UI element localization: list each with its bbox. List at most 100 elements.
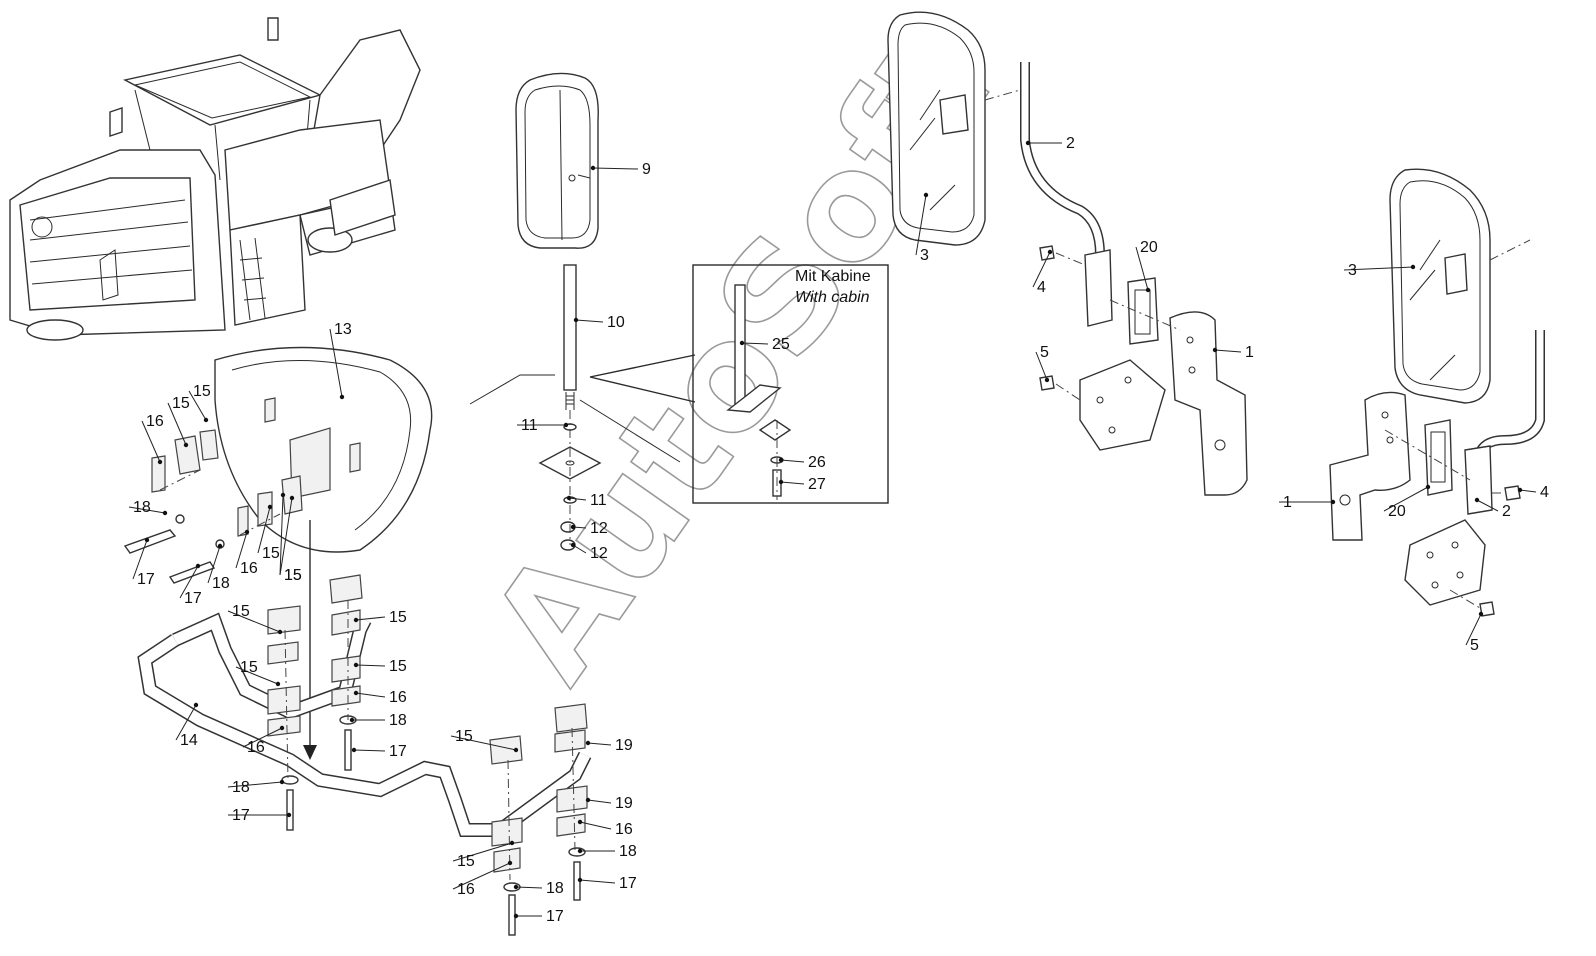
callout-leader (329, 328, 343, 398)
callout-dot (1410, 264, 1416, 270)
part-number-label: 15 (284, 567, 302, 584)
callout-leader (353, 749, 386, 752)
callout-leader (450, 735, 517, 751)
callout-leader (175, 704, 197, 741)
part-number-label: 12 (590, 520, 608, 537)
part-number-label: 18 (619, 843, 637, 860)
part-number-label: 15 (389, 658, 407, 675)
callout-leader (235, 666, 279, 685)
part-number-label: 16 (146, 413, 164, 430)
part-number-label: 5 (1470, 637, 1479, 654)
callout-dot (1474, 497, 1480, 503)
callout-leader (141, 420, 161, 463)
part-number-label: 4 (1037, 279, 1046, 296)
callout-leader (279, 494, 284, 576)
callout-leader (188, 390, 207, 421)
callout-leader (515, 886, 543, 889)
callout-leader (179, 565, 199, 599)
callout-dot (157, 459, 163, 465)
part-number-label: 26 (808, 454, 826, 471)
callout-leader (741, 342, 769, 345)
callout-dot (339, 394, 345, 400)
callout-leader (1214, 349, 1242, 353)
callout-leader (355, 664, 386, 667)
callout-dot (1212, 347, 1218, 353)
part-number-label: 17 (232, 807, 250, 824)
callout-dot (279, 779, 285, 785)
part-number-label: 15 (172, 395, 190, 412)
callout-dot (1047, 249, 1053, 255)
callout-dot (195, 563, 201, 569)
part-number-label: 19 (615, 795, 633, 812)
part-number-label: 16 (389, 689, 407, 706)
machine-overview-illustration (9, 17, 421, 341)
callout-leader (257, 506, 271, 554)
part-number-label: 2 (1502, 503, 1511, 520)
callout-dot (1025, 140, 1031, 146)
callout-leader (207, 545, 221, 584)
callout-leader (915, 194, 927, 256)
part-number-label: 16 (247, 739, 265, 756)
callout-dot (573, 317, 579, 323)
callout-dot (1478, 611, 1484, 617)
part-number-label: 15 (232, 603, 250, 620)
part-number-label: 15 (240, 659, 258, 676)
part-number-label: 17 (389, 743, 407, 760)
part-number-label: 18 (546, 880, 564, 897)
callout-leader (780, 459, 805, 463)
callout-dot (590, 165, 596, 171)
part-number-label: 18 (232, 779, 250, 796)
callout-dot (279, 725, 285, 731)
callout-leader (568, 497, 587, 501)
callout-dot (1330, 499, 1336, 505)
callout-leader (1035, 351, 1048, 381)
part-number-label: 13 (334, 321, 352, 338)
mirror-assembly-center (469, 72, 681, 551)
part-number-label: 3 (1348, 262, 1357, 279)
callout-leader (355, 692, 386, 698)
part-number-label: 20 (1140, 239, 1158, 256)
callout-dot (507, 860, 513, 866)
part-number-label: 15 (457, 853, 475, 870)
callout-dot (585, 740, 591, 746)
part-number-label: 20 (1388, 503, 1406, 520)
callout-leader (1032, 251, 1051, 288)
callout-dot (577, 819, 583, 825)
part-number-label: 17 (137, 571, 155, 588)
part-number-label: 15 (455, 728, 473, 745)
callout-leader (128, 506, 166, 514)
part-number-label: 15 (389, 609, 407, 626)
callout-dot (577, 848, 583, 854)
part-number-label: 15 (284, 567, 302, 584)
part-number-label: 4 (1540, 484, 1549, 501)
callout-leader (587, 799, 612, 804)
callout-dot (267, 504, 273, 510)
callout-leader (572, 544, 587, 554)
bracket-cover-assembly (123, 346, 433, 760)
part-number-label: 17 (184, 590, 202, 607)
callout-dot (778, 457, 784, 463)
callout-leader (279, 497, 293, 576)
callout-dot (585, 797, 591, 803)
part-number-label: 15 (262, 545, 280, 562)
callout-dot (203, 417, 209, 423)
callout-leader (575, 319, 604, 323)
callout-leader (1343, 266, 1414, 271)
part-number-label: 10 (607, 314, 625, 331)
callout-dot (280, 492, 286, 498)
part-number-label: 18 (133, 499, 151, 516)
cabin-variant-callout: Mit Kabine With cabin (589, 264, 889, 504)
callout-leader (579, 821, 612, 830)
callout-dot (1145, 287, 1151, 293)
callout-dot (353, 617, 359, 623)
callout-dot (739, 340, 745, 346)
part-number-label: 2 (1066, 135, 1075, 152)
part-number-label: 1 (1283, 494, 1292, 511)
callout-dot (570, 524, 576, 530)
callout-leader (1383, 486, 1429, 512)
mirror-assembly-right-lower (1329, 168, 1545, 617)
part-number-label: 18 (389, 712, 407, 729)
callout-leader (227, 610, 281, 633)
callout-leader (1519, 489, 1537, 493)
callout-leader (587, 742, 612, 746)
